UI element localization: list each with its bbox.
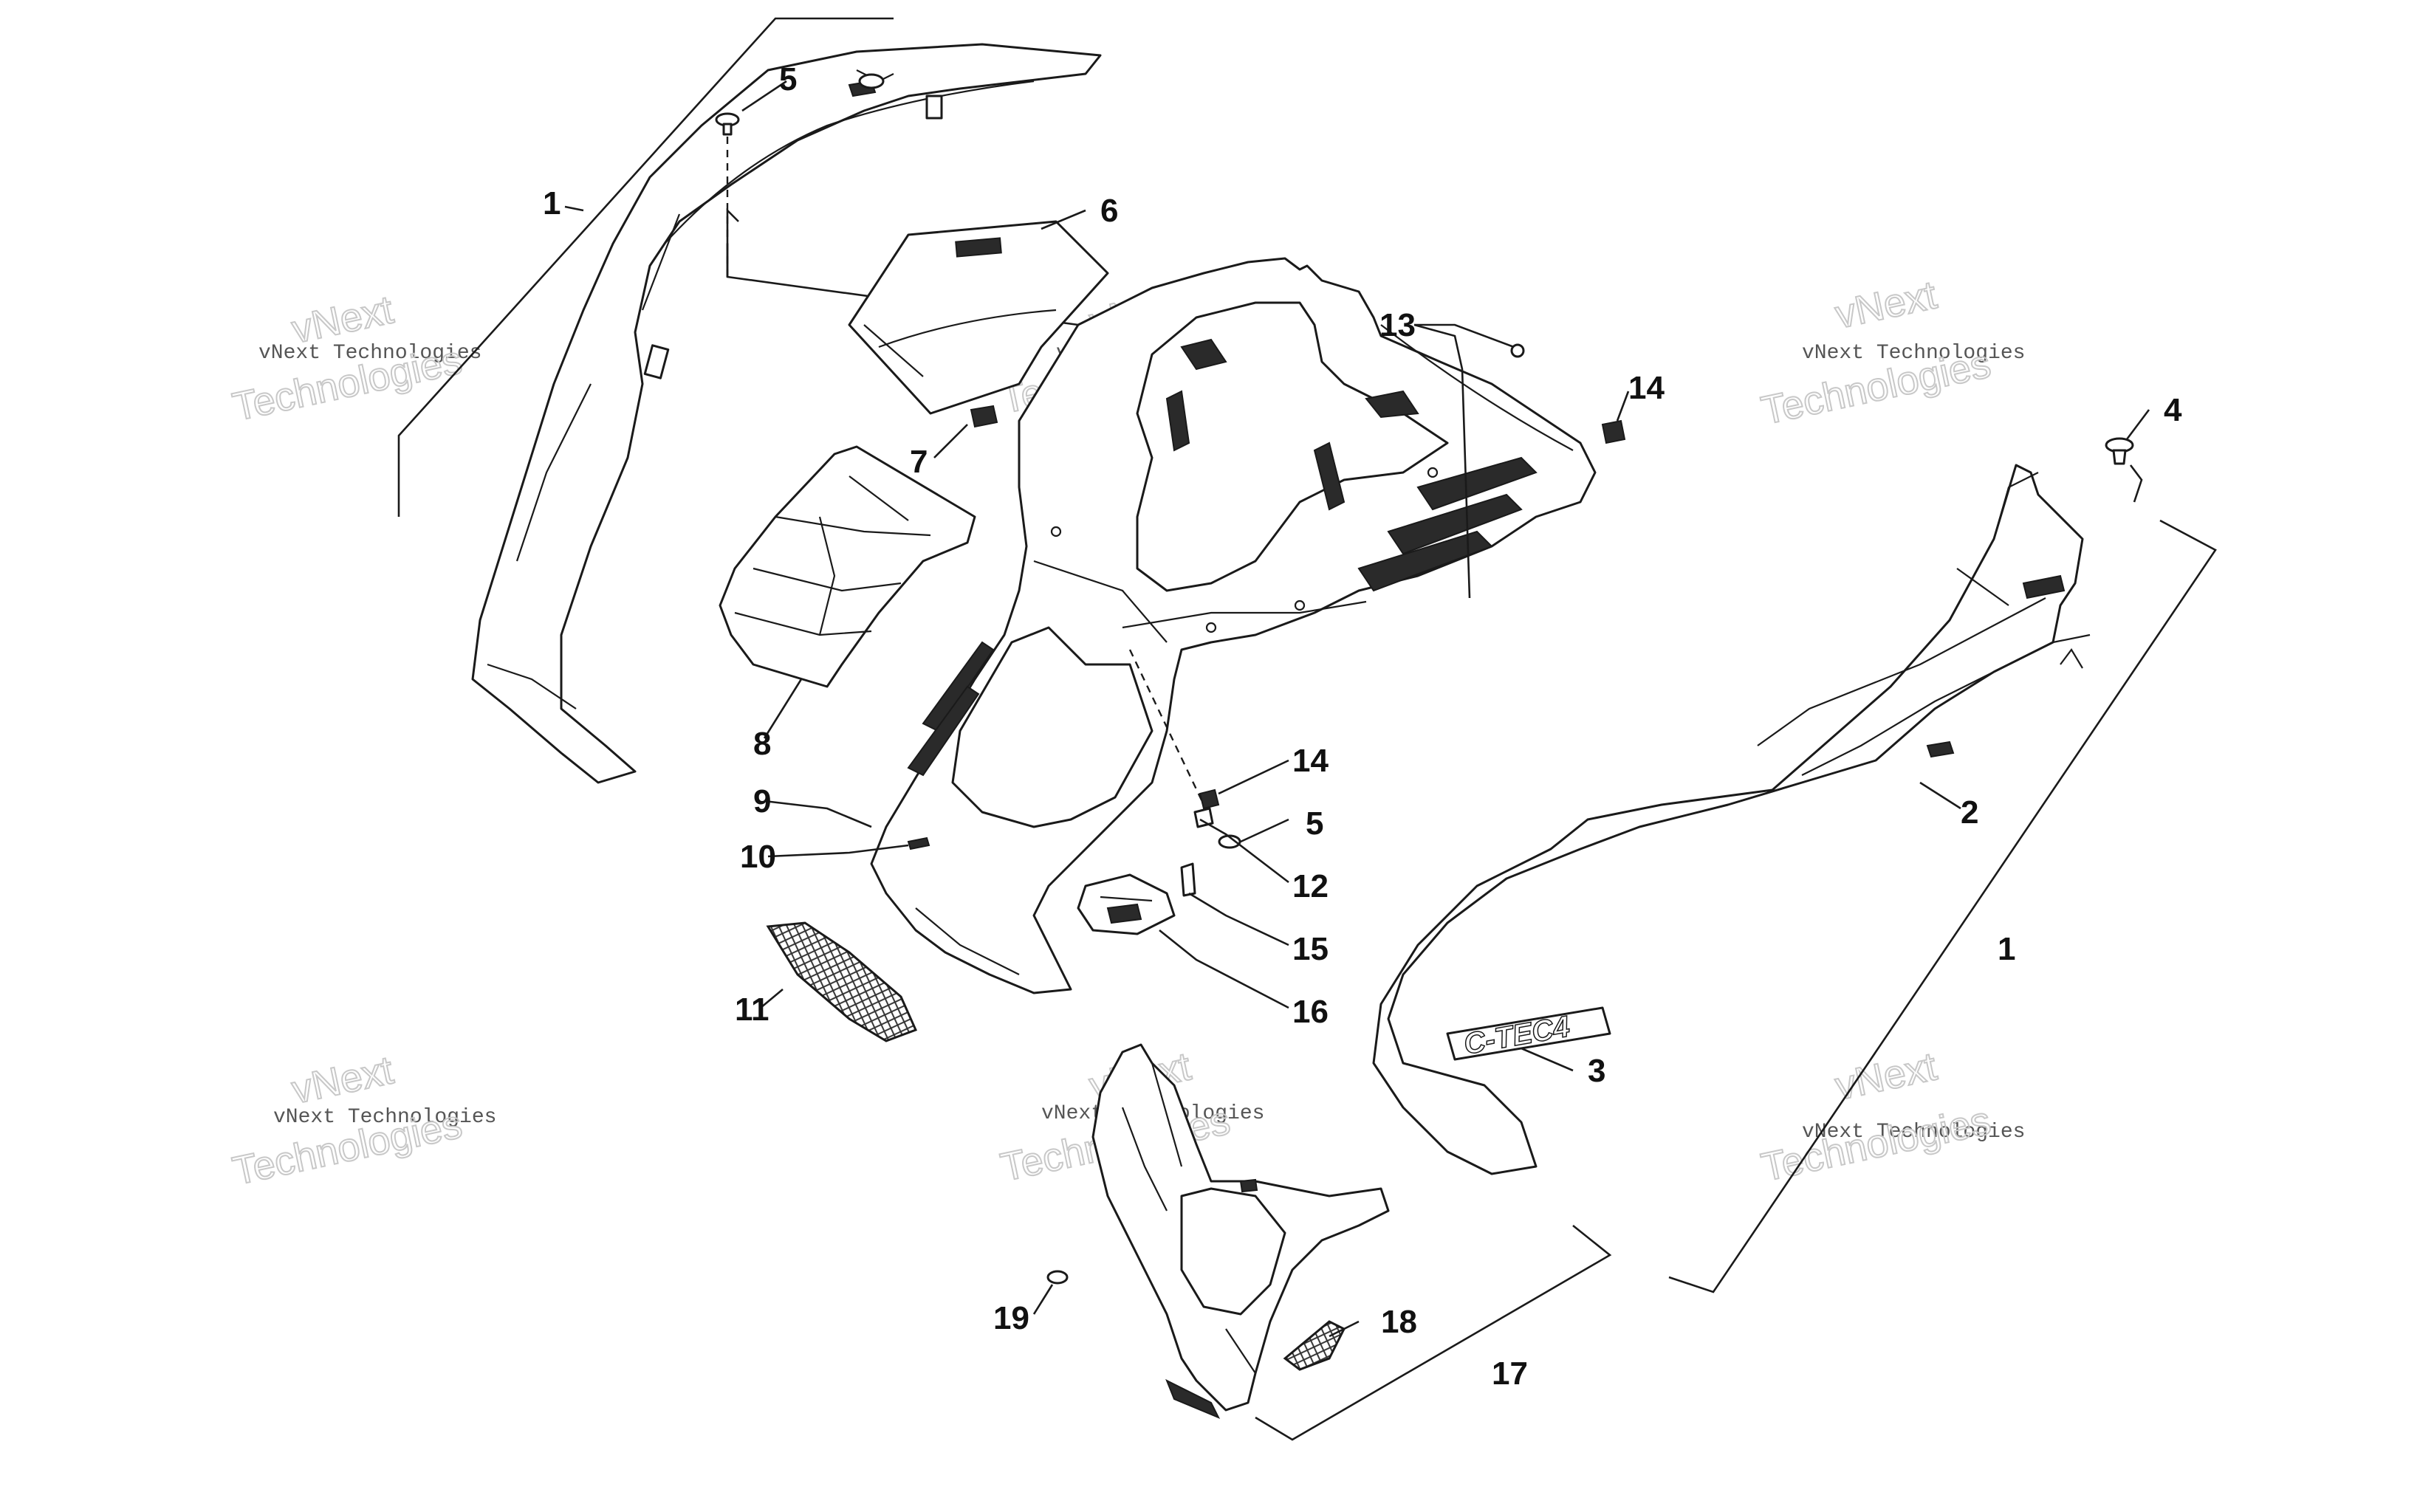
leader-line-5-top <box>726 207 739 277</box>
fastener-13 <box>1510 343 1525 358</box>
callout-1-left: 1 <box>543 185 561 221</box>
watermark-top-left: vNext vNext Technologies Technologies <box>228 286 481 430</box>
callout-5-top: 5 <box>779 61 797 97</box>
screw-5-lower <box>1218 834 1241 849</box>
svg-text:vNext: vNext <box>1831 1044 1941 1108</box>
right-side-panel-part <box>1372 464 2091 1175</box>
callout-labels: 1 5 6 7 8 9 10 11 13 14 4 2 1 3 14 5 12 … <box>543 61 2182 1392</box>
callout-11: 11 <box>735 992 769 1028</box>
svg-text:vNext Technologies: vNext Technologies <box>273 1106 496 1129</box>
callout-4: 4 <box>2164 392 2182 428</box>
push-pin-part-4 <box>2105 437 2134 465</box>
nut-12 <box>1193 807 1214 828</box>
windshield-part <box>848 220 1109 415</box>
callout-13: 13 <box>1379 307 1416 343</box>
nut-14-lower <box>1199 788 1220 810</box>
mesh-part-18 <box>1283 1320 1346 1371</box>
bracket-part-1-right <box>1668 519 2217 1293</box>
marker-part-10 <box>907 836 930 850</box>
callout-3: 3 <box>1588 1053 1605 1089</box>
dash-line-hood-fastener <box>1128 649 1205 805</box>
callout-14-lower: 14 <box>1292 743 1329 779</box>
main-hood-part <box>870 257 1597 994</box>
screw-5-top <box>715 112 740 136</box>
grille-insert-part <box>719 445 976 688</box>
callout-8: 8 <box>753 726 771 762</box>
watermark-bottom-left: vNext vNext Technologies Technologies <box>228 1047 496 1194</box>
decal-part-3: C-TEC4 <box>1446 1006 1611 1062</box>
callout-5-lower: 5 <box>1306 805 1323 842</box>
svg-text:vNext Technologies: vNext Technologies <box>1802 342 2025 365</box>
callout-15: 15 <box>1292 931 1329 967</box>
bracket-part-1-left <box>397 17 894 517</box>
svg-text:vNext: vNext <box>1831 272 1941 337</box>
svg-text:vNext: vNext <box>288 1048 397 1112</box>
watermark-top-right: vNext vNext Technologies Technologies <box>1757 272 2025 433</box>
callout-1-right: 1 <box>1998 931 2015 967</box>
screw-19 <box>1046 1270 1069 1285</box>
callout-6: 6 <box>1100 193 1118 229</box>
mesh-vent-part <box>766 921 918 1042</box>
svg-text:vNext Technologies: vNext Technologies <box>258 342 481 365</box>
lower-nose-part <box>1091 1043 1390 1419</box>
callout-12: 12 <box>1292 868 1329 904</box>
latch-part-16 <box>1077 873 1176 935</box>
screw-15 <box>1180 862 1196 897</box>
svg-text:Technologies: Technologies <box>1758 1099 1995 1190</box>
callout-2: 2 <box>1961 794 1978 831</box>
leader-line-4-bracket <box>2129 464 2143 503</box>
clip-part-7 <box>970 405 998 428</box>
svg-text:vNext Technologies: vNext Technologies <box>1802 1121 2025 1144</box>
callout-10: 10 <box>740 839 776 875</box>
decal-text: C-TEC4 <box>1461 1010 1572 1060</box>
callout-16: 16 <box>1292 994 1329 1030</box>
callout-7: 7 <box>910 444 928 480</box>
callout-14-upper: 14 <box>1628 370 1665 406</box>
callout-9: 9 <box>753 783 771 819</box>
leader-lines <box>564 80 2150 1338</box>
bracket-part-17 <box>1255 1224 1612 1441</box>
callout-18: 18 <box>1381 1304 1417 1340</box>
callout-19: 19 <box>993 1300 1029 1336</box>
nut-14-upper <box>1601 419 1626 444</box>
left-side-panel-part <box>471 43 1102 784</box>
callout-17: 17 <box>1492 1355 1528 1392</box>
